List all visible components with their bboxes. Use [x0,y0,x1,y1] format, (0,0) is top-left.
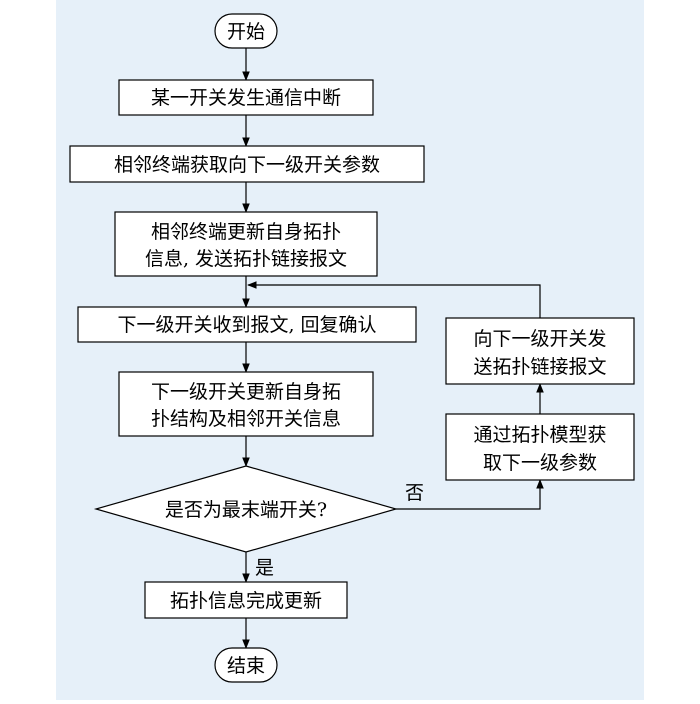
node-step3: 相邻终端更新自身拓扑 信息, 发送拓扑链接报文 [114,211,378,277]
loop-send-line1: 向下一级开关发 [473,328,606,350]
node-step4: 下一级开关收到报文, 回复确认 [77,306,417,343]
node-decision: 是否为最末端开关? [93,465,399,553]
node-step2: 相邻终端获取向下一级开关参数 [69,145,425,183]
loop-send-line2: 送拓扑链接报文 [473,356,606,378]
step5-line2: 扑结构及相邻开关信息 [151,408,341,430]
start-label: 开始 [227,21,265,43]
edges [242,48,544,649]
edge-decision-loopget [396,479,544,510]
flowchart-canvas: 开始 某一开关发生通信中断 相邻终端获取向下一级开关参数 相邻终端更新自身拓扑 … [56,0,644,700]
step5-line1: 下一级开关更新自身拓 [151,381,341,403]
flowchart: 开始 某一开关发生通信中断 相邻终端获取向下一级开关参数 相邻终端更新自身拓扑 … [69,13,635,683]
loop-get-line1: 通过拓扑模型获 [473,424,606,446]
step4-label: 下一级开关收到报文, 回复确认 [117,314,376,336]
node-step5: 下一级开关更新自身拓 扑结构及相邻开关信息 [118,371,374,437]
decision-label: 是否为最末端开关? [165,499,327,521]
no-label: 否 [405,482,424,504]
finish-update-label: 拓扑信息完成更新 [170,590,322,612]
end-label: 结束 [227,655,265,677]
loop-get-line2: 取下一级参数 [483,452,597,474]
node-finish-update: 拓扑信息完成更新 [144,581,348,619]
step3-line2: 信息, 发送拓扑链接报文 [145,248,347,270]
node-end: 结束 [214,647,278,683]
edge-loopsend-main [247,281,541,318]
step1-label: 某一开关发生通信中断 [151,87,341,109]
node-step1: 某一开关发生通信中断 [118,79,374,116]
step2-label: 相邻终端获取向下一级开关参数 [114,154,380,176]
node-loop-send: 向下一级开关发 送拓扑链接报文 [445,317,635,385]
node-loop-get: 通过拓扑模型获 取下一级参数 [445,413,635,481]
yes-label: 是 [255,557,274,579]
node-start: 开始 [214,13,278,49]
step3-line1: 相邻终端更新自身拓扑 [151,221,341,243]
